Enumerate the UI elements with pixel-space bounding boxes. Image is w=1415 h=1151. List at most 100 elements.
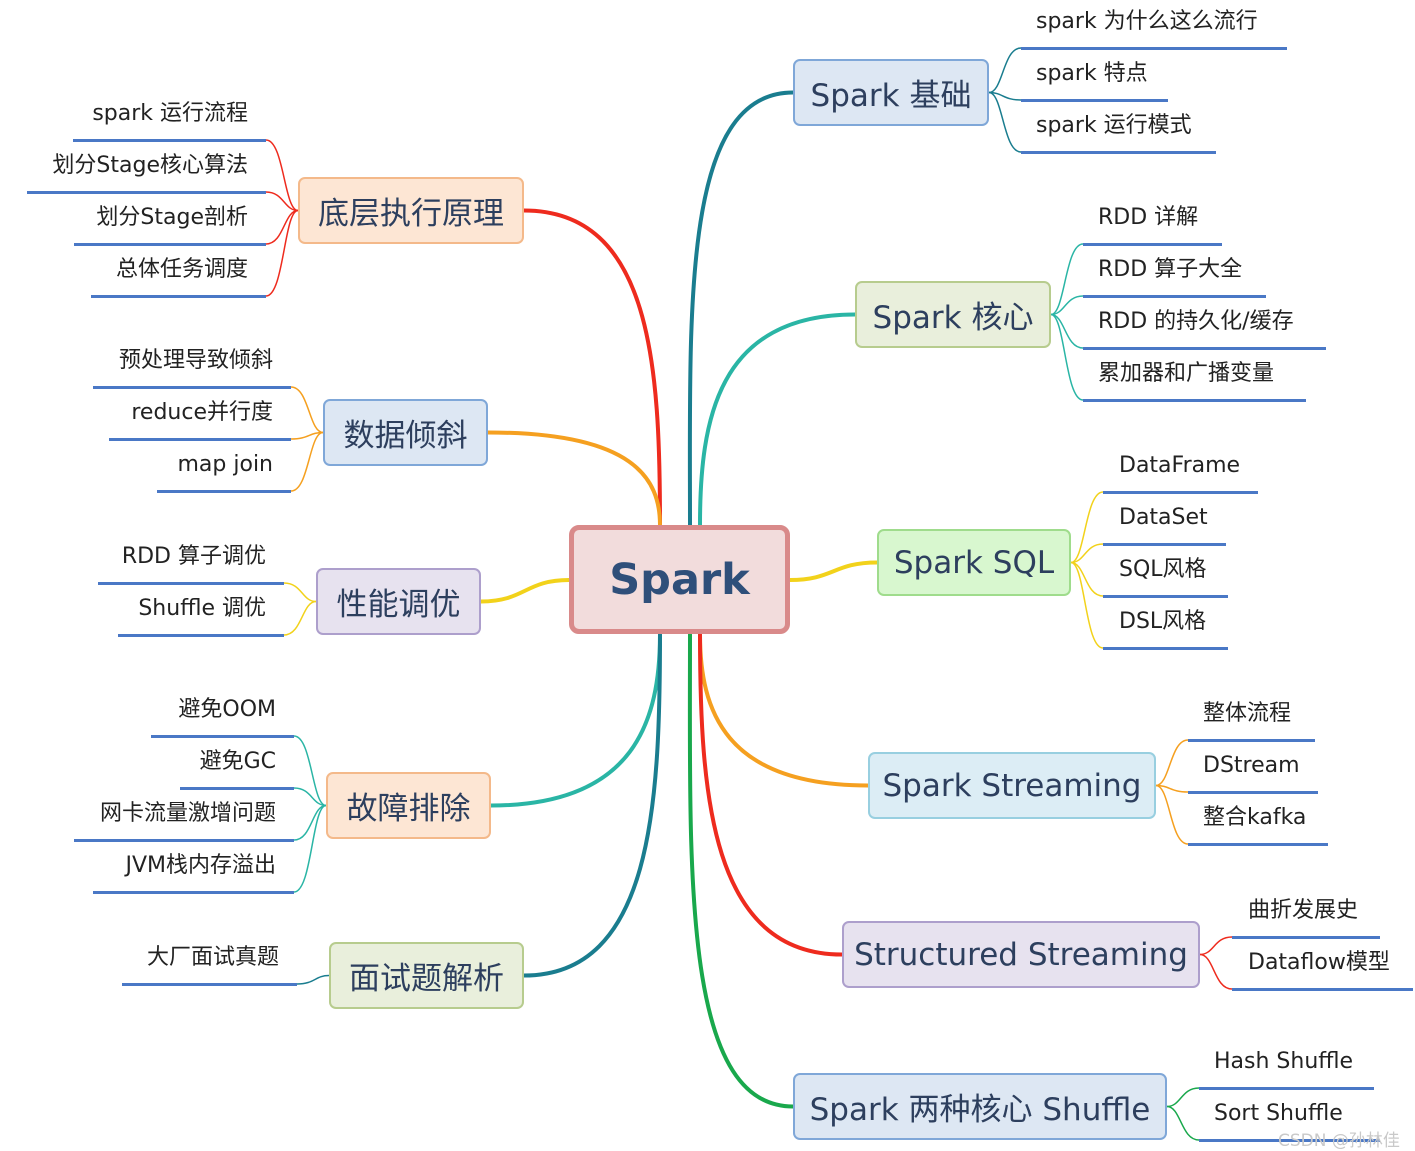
branch-connector-streaming [698, 632, 870, 788]
leaf-connector-structured-1 [1199, 953, 1233, 990]
leaf-underline [1083, 347, 1326, 350]
leaf-sql-0[interactable]: DataFrame [1119, 453, 1241, 478]
leaf-underline [118, 634, 284, 637]
leaf-connector-shuffle-1 [1166, 1105, 1200, 1141]
branch-node-basics[interactable]: Spark 基础 [793, 59, 989, 126]
leaf-sql-2[interactable]: SQL风格 [1119, 557, 1207, 582]
leaf-connector-principles-1 [265, 191, 299, 212]
leaf-underline [1083, 243, 1222, 246]
branch-connector-fault [489, 632, 662, 808]
leaf-skew-1[interactable]: reduce并行度 [131, 400, 273, 425]
leaf-structured-0[interactable]: 曲折发展史 [1248, 898, 1359, 923]
leaf-streaming-0[interactable]: 整体流程 [1203, 701, 1292, 726]
leaf-underline [1021, 99, 1168, 102]
leaf-basics-2[interactable]: spark 运行模式 [1036, 113, 1192, 138]
leaf-underline [27, 191, 266, 194]
branch-node-streaming[interactable]: Spark Streaming [868, 752, 1156, 819]
leaf-sql-1[interactable]: DataSet [1119, 505, 1208, 530]
leaf-skew-2[interactable]: map join [177, 452, 274, 477]
leaf-underline [157, 490, 291, 493]
leaf-connector-principles-2 [265, 209, 299, 245]
leaf-connector-principles-0 [265, 139, 299, 212]
leaf-shuffle-1[interactable]: Sort Shuffle [1214, 1101, 1343, 1126]
leaf-connector-fault-3 [293, 804, 327, 893]
leaf-underline [1188, 739, 1315, 742]
leaf-underline [1083, 295, 1266, 298]
leaf-underline [1021, 47, 1287, 50]
leaf-underline [73, 139, 266, 142]
branch-node-sql[interactable]: Spark SQL [877, 529, 1071, 596]
root-node-spark[interactable]: Spark [569, 525, 790, 634]
branch-node-structured[interactable]: Structured Streaming [842, 921, 1200, 988]
leaf-connector-principles-3 [265, 209, 299, 297]
leaf-underline [122, 983, 297, 986]
leaf-basics-1[interactable]: spark 特点 [1036, 61, 1148, 86]
leaf-underline [1103, 647, 1228, 650]
leaf-connector-streaming-2 [1155, 784, 1189, 845]
leaf-underline [1232, 988, 1413, 991]
leaf-skew-0[interactable]: 预处理导致倾斜 [118, 348, 273, 373]
leaf-underline [91, 295, 266, 298]
leaf-underline [98, 582, 284, 585]
leaf-underline [93, 891, 294, 894]
leaf-underline [1083, 399, 1306, 402]
leaf-connector-skew-2 [290, 431, 324, 492]
leaf-connector-sql-0 [1070, 491, 1104, 564]
leaf-tuning-0[interactable]: RDD 算子调优 [121, 544, 266, 569]
leaf-underline [151, 735, 294, 738]
leaf-underline [74, 243, 266, 246]
leaf-fault-1[interactable]: 避免GC [199, 749, 276, 774]
leaf-connector-streaming-0 [1155, 739, 1189, 787]
leaf-underline [1103, 491, 1258, 494]
leaf-tuning-1[interactable]: Shuffle 调优 [138, 596, 266, 621]
leaf-shuffle-0[interactable]: Hash Shuffle [1214, 1049, 1354, 1074]
leaf-underline [1188, 843, 1328, 846]
branch-node-fault[interactable]: 故障排除 [326, 772, 491, 839]
branch-connector-sql [788, 560, 879, 582]
leaf-connector-tuning-0 [283, 582, 317, 603]
leaf-principles-1[interactable]: 划分Stage核心算法 [52, 153, 248, 178]
leaf-connector-basics-0 [988, 47, 1022, 94]
leaf-connector-fault-1 [293, 787, 327, 807]
leaf-principles-3[interactable]: 总体任务调度 [115, 257, 248, 282]
watermark: CSDN @孙林佳 [1278, 1131, 1400, 1151]
leaf-underline [1021, 151, 1216, 154]
branch-node-shuffle[interactable]: Spark 两种核心 Shuffle [793, 1073, 1167, 1140]
branch-connector-principles [522, 208, 662, 527]
leaf-fault-0[interactable]: 避免OOM [178, 697, 276, 722]
branch-node-interview[interactable]: 面试题解析 [329, 942, 524, 1009]
leaf-sql-3[interactable]: DSL风格 [1119, 609, 1207, 634]
leaf-principles-2[interactable]: 划分Stage剖析 [96, 205, 248, 230]
leaf-connector-basics-2 [988, 91, 1022, 153]
leaf-streaming-1[interactable]: DStream [1203, 753, 1300, 778]
leaf-underline [180, 787, 294, 790]
leaf-underline [93, 386, 291, 389]
leaf-core-3[interactable]: 累加器和广播变量 [1098, 361, 1275, 386]
leaf-interview-0[interactable]: 大厂面试真题 [146, 945, 279, 970]
leaf-connector-tuning-1 [283, 600, 317, 636]
leaf-connector-core-1 [1050, 295, 1084, 316]
branch-connector-core [698, 312, 857, 527]
leaf-connector-shuffle-0 [1166, 1087, 1200, 1108]
leaf-fault-2[interactable]: 网卡流量激增问题 [99, 801, 276, 826]
leaf-connector-skew-0 [290, 386, 324, 434]
branch-connector-skew [486, 430, 662, 527]
leaf-core-0[interactable]: RDD 详解 [1098, 205, 1199, 230]
leaf-basics-0[interactable]: spark 为什么这么流行 [1036, 9, 1258, 34]
branch-node-tuning[interactable]: 性能调优 [316, 568, 481, 635]
leaf-streaming-2[interactable]: 整合kafka [1203, 805, 1307, 830]
leaf-structured-1[interactable]: Dataflow模型 [1248, 950, 1390, 975]
branch-node-skew[interactable]: 数据倾斜 [323, 399, 488, 466]
branch-connector-tuning [479, 578, 571, 604]
leaf-core-1[interactable]: RDD 算子大全 [1098, 257, 1243, 282]
leaf-connector-interview-0 [296, 974, 330, 985]
leaf-connector-core-2 [1050, 313, 1084, 349]
leaf-principles-0[interactable]: spark 运行流程 [92, 101, 248, 126]
leaf-fault-3[interactable]: JVM栈内存溢出 [125, 853, 276, 878]
leaf-core-2[interactable]: RDD 的持久化/缓存 [1098, 309, 1294, 334]
branch-node-principles[interactable]: 底层执行原理 [298, 177, 524, 244]
leaf-connector-sql-2 [1070, 561, 1104, 597]
leaf-underline [1103, 543, 1226, 546]
branch-node-core[interactable]: Spark 核心 [855, 281, 1051, 348]
branch-connector-shuffle [687, 632, 795, 1109]
